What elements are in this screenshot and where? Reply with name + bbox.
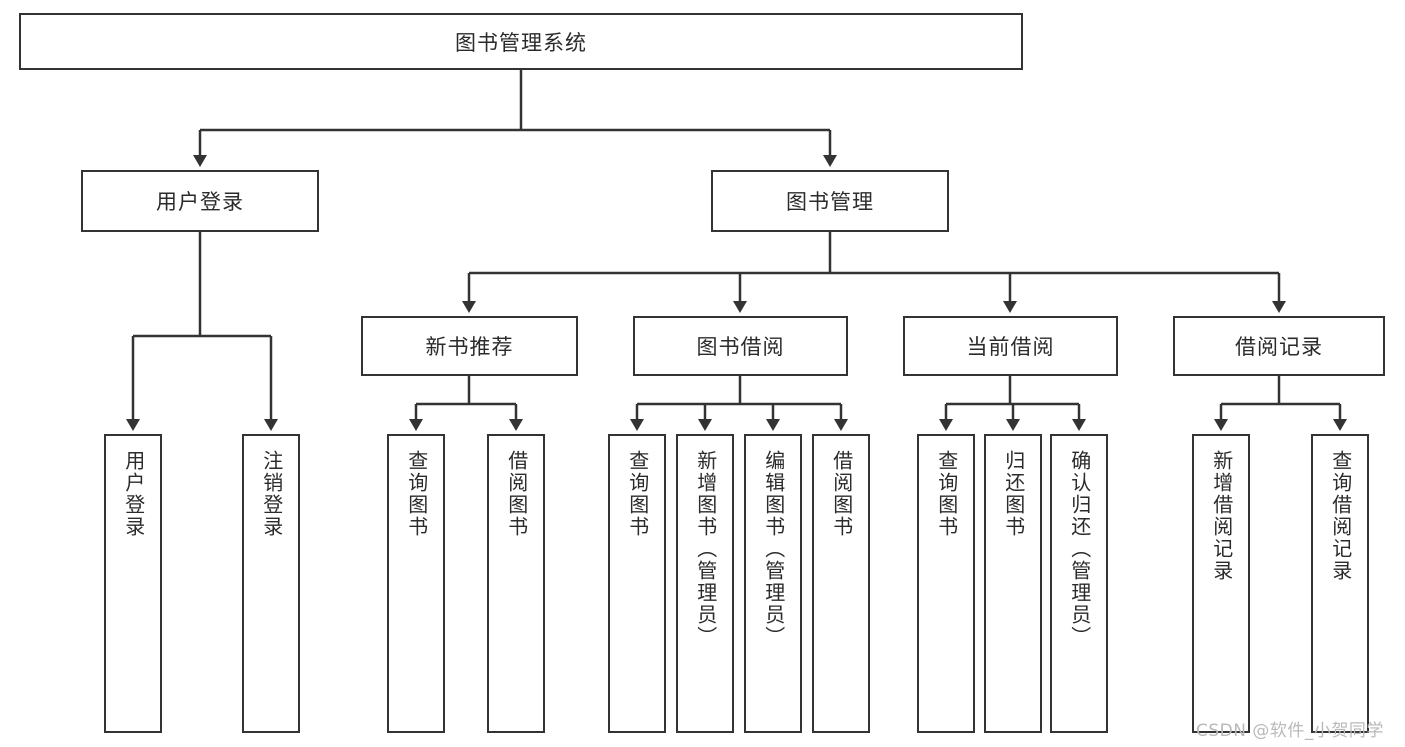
leaf-return-book[interactable]: 归还图书: [984, 434, 1042, 733]
leaf-confirm-return-admin-label: 确认归还（管理员）: [1067, 450, 1092, 648]
leaf-add-book-admin[interactable]: 新增图书（管理员）: [676, 434, 734, 733]
leaf-add-book-admin-label: 新增图书（管理员）: [693, 450, 718, 648]
leaf-user-login-label: 用户登录: [121, 450, 146, 538]
leaf-logout-label: 注销登录: [259, 450, 284, 538]
node-borrow-record-label: 借阅记录: [1235, 335, 1323, 359]
node-user-login-label: 用户登录: [156, 190, 244, 214]
csdn-watermark: CSDN @软件_小贺同学: [1196, 721, 1384, 741]
node-book-borrow-label: 图书借阅: [696, 335, 785, 359]
leaf-borrow-book-label: 借阅图书: [829, 450, 854, 538]
leaf-edit-book-admin[interactable]: 编辑图书（管理员）: [744, 434, 802, 733]
node-root[interactable]: 图书管理系统: [19, 13, 1023, 70]
leaf-return-book-label: 归还图书: [1001, 450, 1026, 538]
node-book-management-label: 图书管理: [786, 190, 874, 214]
leaf-borrow-book-recommend-label: 借阅图书: [504, 450, 529, 538]
leaf-edit-book-admin-label: 编辑图书（管理员）: [761, 450, 786, 648]
leaf-query-borrow-record-label: 查询借阅记录: [1328, 450, 1353, 582]
leaf-query-book-borrow-label: 查询图书: [625, 450, 650, 538]
node-new-book-recommend-label: 新书推荐: [425, 335, 514, 359]
leaf-logout[interactable]: 注销登录: [242, 434, 300, 733]
node-book-borrow[interactable]: 图书借阅: [633, 316, 848, 376]
leaf-add-borrow-record-label: 新增借阅记录: [1209, 450, 1234, 582]
node-book-management[interactable]: 图书管理: [711, 170, 949, 232]
leaf-query-book-borrow[interactable]: 查询图书: [608, 434, 666, 733]
leaf-confirm-return-admin[interactable]: 确认归还（管理员）: [1050, 434, 1108, 733]
leaf-borrow-book[interactable]: 借阅图书: [812, 434, 870, 733]
node-current-borrow[interactable]: 当前借阅: [903, 316, 1118, 376]
leaf-query-borrow-record[interactable]: 查询借阅记录: [1311, 434, 1369, 733]
leaf-query-book-recommend-label: 查询图书: [404, 450, 429, 538]
node-user-login[interactable]: 用户登录: [81, 170, 319, 232]
leaf-borrow-book-recommend[interactable]: 借阅图书: [487, 434, 545, 733]
leaf-user-login[interactable]: 用户登录: [104, 434, 162, 733]
node-root-label: 图书管理系统: [455, 30, 587, 55]
node-new-book-recommend[interactable]: 新书推荐: [361, 316, 578, 376]
leaf-add-borrow-record[interactable]: 新增借阅记录: [1192, 434, 1250, 733]
leaf-query-book-current-label: 查询图书: [934, 450, 959, 538]
leaf-query-book-recommend[interactable]: 查询图书: [387, 434, 445, 733]
node-borrow-record[interactable]: 借阅记录: [1173, 316, 1385, 376]
node-current-borrow-label: 当前借阅: [966, 335, 1055, 359]
leaf-query-book-current[interactable]: 查询图书: [917, 434, 975, 733]
